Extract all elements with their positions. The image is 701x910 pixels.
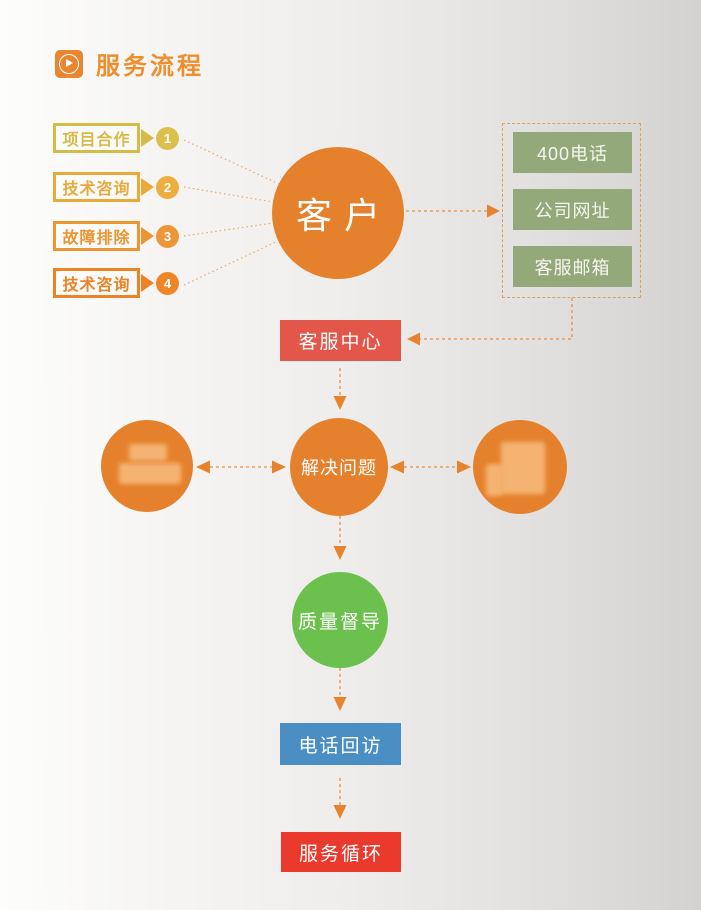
intake-item-4: 技术咨询 4 <box>53 268 179 298</box>
arrow-right-icon <box>141 129 154 147</box>
page-title: 服务流程 <box>96 53 204 80</box>
intake-label-box: 故障排除 <box>53 221 140 251</box>
intake-label-box: 项目合作 <box>53 123 140 153</box>
play-icon <box>55 49 83 78</box>
customer-circle: 客户 <box>272 147 404 279</box>
play-icon-triangle <box>66 59 73 67</box>
arrow-right-icon <box>141 178 154 196</box>
play-icon-ring <box>59 53 79 74</box>
step-number-badge: 2 <box>156 175 179 199</box>
arrow-right-icon <box>141 274 154 292</box>
redaction-patch <box>486 464 503 496</box>
solve-problem-circle: 解决问题 <box>290 418 388 516</box>
step-number-badge: 1 <box>156 126 179 150</box>
quality-supervision-circle: 质量督导 <box>292 572 388 668</box>
intake-label-box: 技术咨询 <box>53 268 140 298</box>
contact-channels-panel: 400电话 公司网址 客服邮箱 <box>502 123 641 298</box>
arrow-right-icon <box>141 227 154 245</box>
redaction-patch <box>129 444 167 461</box>
channel-email: 客服邮箱 <box>513 246 632 287</box>
redaction-patch <box>119 463 181 484</box>
channel-phone: 400电话 <box>513 132 632 173</box>
redacted-circle-right <box>473 420 567 514</box>
redacted-circle-left <box>101 420 193 512</box>
intake-label-box: 技术咨询 <box>53 172 140 202</box>
intake-item-1: 项目合作 1 <box>53 123 179 153</box>
service-cycle-box: 服务循环 <box>281 832 401 872</box>
step-number-badge: 3 <box>156 224 179 248</box>
intake-item-3: 故障排除 3 <box>53 221 179 251</box>
redaction-patch <box>501 442 545 494</box>
step-number-badge: 4 <box>156 271 179 295</box>
service-center-box: 客服中心 <box>280 320 401 361</box>
phone-callback-box: 电话回访 <box>280 723 401 765</box>
header: 服务流程 <box>55 46 204 81</box>
channel-website: 公司网址 <box>513 189 632 230</box>
intake-item-2: 技术咨询 2 <box>53 172 179 202</box>
